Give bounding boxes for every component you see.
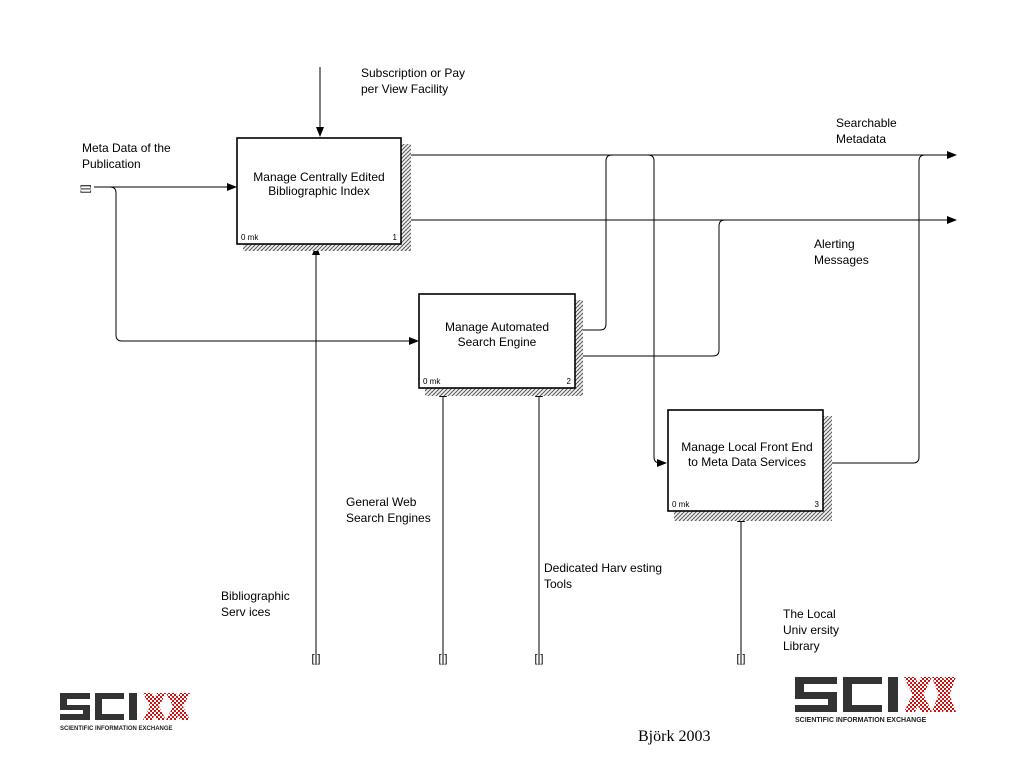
- activity-2-number: 2: [567, 377, 572, 386]
- label-metadata-line1: Meta Data of the: [82, 141, 171, 155]
- label-general-web-line1: General Web: [346, 495, 417, 509]
- tunnel-mark-harvesting: [|]: [535, 653, 544, 665]
- label-searchable-line1: Searchable: [836, 116, 897, 130]
- activity-3-title-line1: Manage Local Front End: [681, 440, 812, 454]
- label-local-library-line1: The Local: [783, 607, 836, 621]
- activity-box-1: Manage Centrally Edited Bibliographic In…: [236, 137, 411, 251]
- activity-box-3: Manage Local Front End to Meta Data Serv…: [667, 409, 832, 521]
- activity-2-cost: 0 mk: [423, 377, 441, 386]
- activity-3-title-line2: to Meta Data Services: [688, 455, 806, 469]
- activity-3-number: 3: [815, 500, 820, 509]
- scix-logo-left: SCIENTIFIC INFORMATION EXCHANGE: [60, 693, 190, 732]
- label-metadata-line2: Publication: [82, 157, 141, 171]
- activity-1-title-line1: Manage Centrally Edited: [253, 170, 384, 184]
- arrow-search-engine-to-searchable: [576, 154, 613, 331]
- arrow-front-end-to-searchable: [824, 154, 926, 464]
- label-subscription-line2: per View Facility: [361, 82, 448, 96]
- scix-logo-right: SCIENTIFIC INFORMATION EXCHANGE: [795, 677, 956, 724]
- label-local-library-line3: Library: [783, 639, 820, 653]
- tunnel-mark-general-web: [|]: [439, 653, 448, 665]
- label-alerting-line1: Alerting: [814, 237, 855, 251]
- label-local-library-line2: Univ ersity: [783, 623, 839, 637]
- arrow-search-engine-to-alerting: [576, 219, 726, 357]
- tunnel-mark-bibliographic: [|]: [312, 653, 321, 665]
- arrow-metadata-to-search-engine: [109, 186, 419, 345]
- label-alerting-line2: Messages: [814, 253, 869, 267]
- activity-1-title-line2: Bibliographic Index: [268, 184, 369, 198]
- tunnel-mark-metadata: [|]: [80, 185, 92, 194]
- activity-2-title-line2: Search Engine: [458, 335, 537, 349]
- activity-1-number: 1: [393, 233, 398, 242]
- label-subscription-line1: Subscription or Pay: [361, 66, 465, 80]
- footer-credit: Björk 2003: [638, 728, 710, 745]
- logo-right-subtitle: SCIENTIFIC INFORMATION EXCHANGE: [795, 717, 927, 724]
- activity-3-cost: 0 mk: [672, 500, 690, 509]
- logo-left-subtitle: SCIENTIFIC INFORMATION EXCHANGE: [60, 726, 173, 732]
- label-general-web-line2: Search Engines: [346, 511, 431, 525]
- activity-box-2: Manage Automated Search Engine 0 mk 2: [418, 293, 583, 396]
- label-harvesting-line1: Dedicated Harv esting: [544, 561, 662, 575]
- arrow-searchable-to-front-end: [647, 154, 667, 467]
- tunnel-mark-local-library: [|]: [737, 653, 746, 665]
- label-bibliographic-services-line2: Serv ices: [221, 605, 270, 619]
- label-harvesting-line2: Tools: [544, 577, 572, 591]
- activity-2-title-line1: Manage Automated: [445, 320, 549, 334]
- activity-1-cost: 0 mk: [241, 233, 259, 242]
- label-searchable-line2: Metadata: [836, 132, 886, 146]
- label-bibliographic-services-line1: Bibliographic: [221, 589, 290, 603]
